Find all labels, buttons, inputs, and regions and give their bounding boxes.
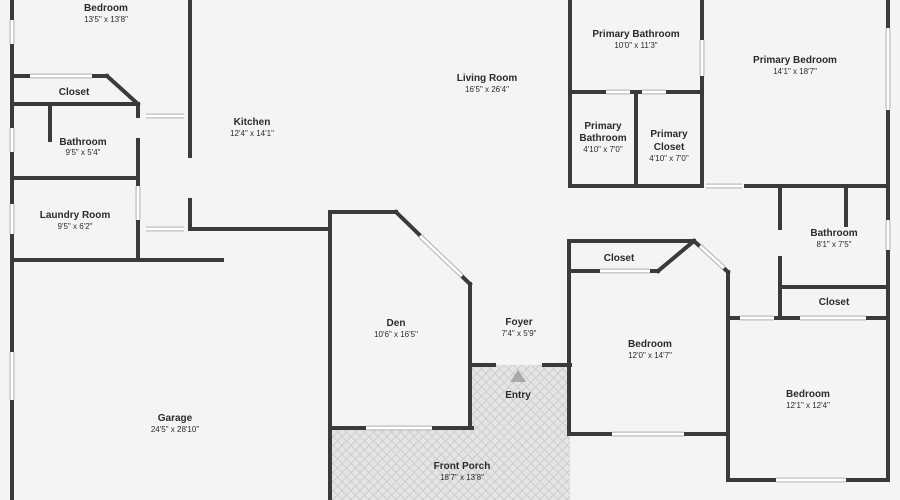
garage-name: Garage [158, 413, 193, 424]
bathroom-w-dims: 9'5" x 5'4" [66, 148, 101, 157]
bedroom-nw-dims: 13'5" x 13'8" [84, 15, 128, 24]
kitchen-name: Kitchen [234, 117, 271, 128]
primary-bathroom-name: Primary Bathroom [592, 29, 679, 40]
bathroom-e-dims: 8'1" x 7'5" [817, 240, 852, 249]
entry-arrow-icon [510, 370, 526, 382]
laundry-name: Laundry Room [40, 210, 111, 221]
closet-mid-name: Closet [604, 253, 635, 264]
front-porch-name: Front Porch [434, 461, 491, 472]
primary-bathroom-small-dims: 4'10" x 7'0" [583, 145, 623, 154]
den-name: Den [387, 318, 406, 329]
bedroom-nw-name: Bedroom [84, 3, 128, 14]
primary-bedroom-name: Primary Bedroom [753, 55, 837, 66]
living-room-dims: 16'5" x 26'4" [465, 85, 509, 94]
closet-nw-name: Closet [59, 87, 90, 98]
front-porch-tiles [332, 365, 570, 500]
bedroom-mid-dims: 12'0" x 14'7" [628, 351, 672, 360]
bedroom-se-name: Bedroom [786, 389, 830, 400]
windows [9, 20, 891, 483]
laundry-dims: 9'5" x 6'2" [58, 222, 93, 231]
entry-name: Entry [505, 390, 531, 401]
bedroom-mid-name: Bedroom [628, 339, 672, 350]
garage-dims: 24'5" x 28'10" [151, 425, 199, 434]
bathroom-w-name: Bathroom [59, 137, 106, 148]
den-dims: 10'6" x 16'5" [374, 330, 418, 339]
living-room-name: Living Room [457, 73, 518, 84]
primary-closet-dims: 4'10" x 7'0" [649, 154, 689, 163]
bathroom-e-name: Bathroom [810, 228, 857, 239]
primary-bedroom-dims: 14'1" x 18'7" [773, 67, 817, 76]
kitchen-dims: 12'4" x 14'1" [230, 129, 274, 138]
front-porch-dims: 18'7" x 13'8" [440, 473, 484, 482]
closet-e-name: Closet [819, 297, 850, 308]
primary-bathroom-small-name-2: Bathroom [579, 133, 626, 144]
room-labels: Bedroom 13'5" x 13'8" Closet Bathroom 9'… [40, 3, 858, 482]
primary-closet-name-2: Closet [654, 142, 685, 153]
primary-bathroom-small-name-1: Primary [584, 121, 622, 132]
foyer-dims: 7'4" x 5'9" [502, 329, 537, 338]
primary-closet-name-1: Primary [650, 129, 688, 140]
foyer-name: Foyer [505, 317, 532, 328]
primary-bathroom-dims: 10'0" x 11'3" [614, 41, 657, 50]
bedroom-se-dims: 12'1" x 12'4" [786, 401, 830, 410]
